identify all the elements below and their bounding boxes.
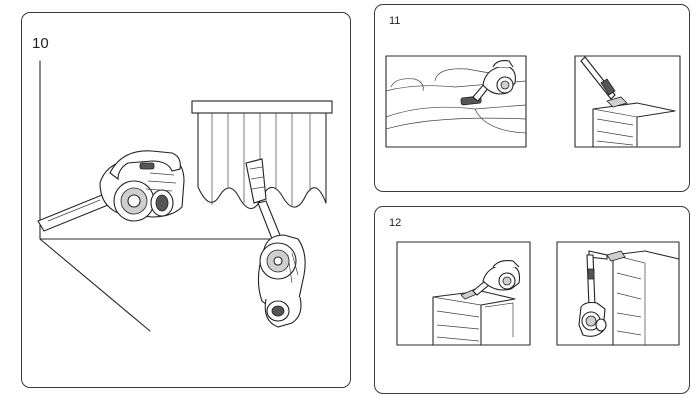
- vacuum-on-floor-corner-illustration: [37, 60, 273, 332]
- step-10-number: 10: [32, 35, 49, 52]
- step-12-number: 12: [389, 217, 402, 229]
- step-11-number: 11: [389, 15, 401, 27]
- step-12-panel: 12: [374, 206, 690, 394]
- vacuum-wand-on-shelf-illustration: [574, 55, 681, 148]
- vacuum-on-cabinet-top-illustration: [396, 241, 531, 346]
- step-10-panel: 10: [21, 12, 351, 388]
- vacuum-stick-on-cabinet-illustration: [556, 241, 680, 346]
- vacuum-cleaning-curtains-illustration: [191, 100, 333, 328]
- step-11-panel: 11: [374, 4, 690, 192]
- vacuum-on-bed-illustration: [385, 55, 527, 148]
